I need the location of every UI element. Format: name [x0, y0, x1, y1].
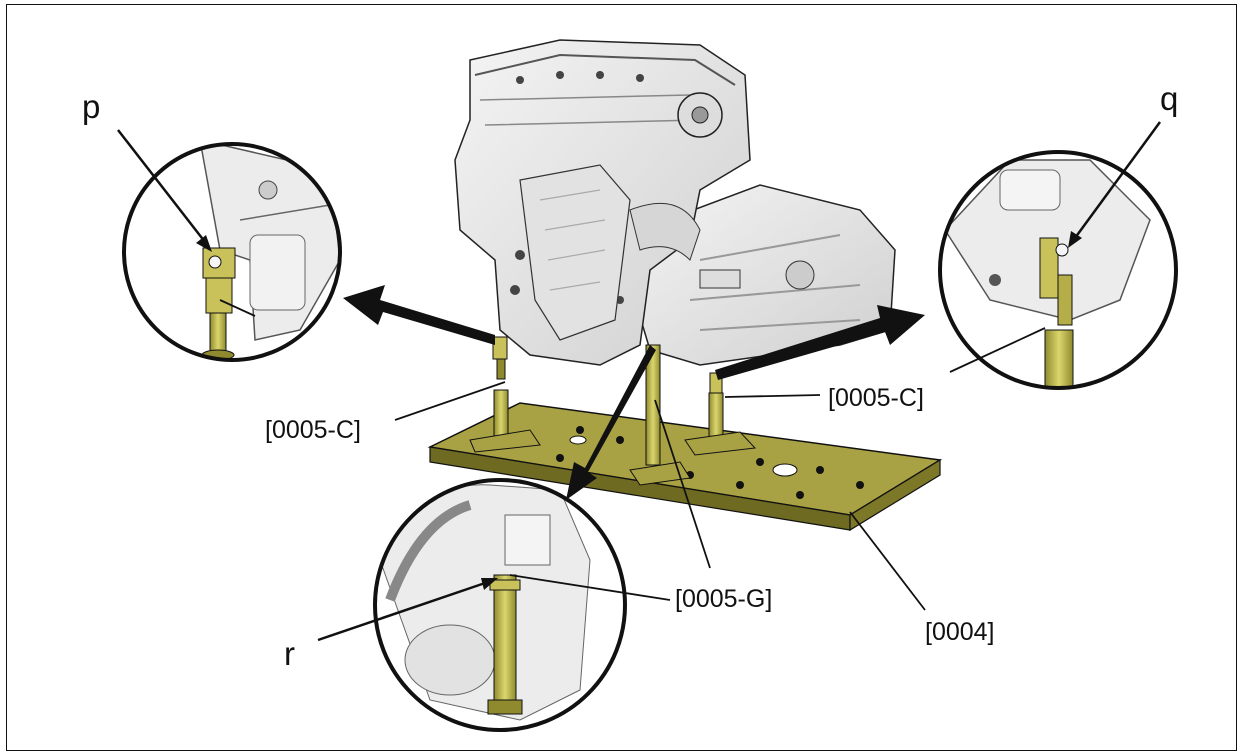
- callout-left-support: [0005-C]: [265, 416, 361, 444]
- arrow-to-detail-p: [343, 285, 495, 345]
- label-r: r: [284, 635, 295, 672]
- label-p: p: [82, 88, 100, 125]
- support-left: [469, 336, 541, 453]
- label-q: q: [1160, 80, 1178, 117]
- pointer-q: [1068, 121, 1162, 248]
- callout-center-support: [0005-G]: [675, 585, 772, 613]
- support-center: [629, 344, 691, 486]
- callout-right-support: [0005-C]: [828, 384, 924, 412]
- detail-circle-p: [122, 142, 342, 362]
- pointer-p: [117, 129, 212, 252]
- arrow-to-detail-r: [566, 345, 656, 500]
- callout-base-plate: [0004]: [925, 618, 995, 646]
- detail-circle-r: [373, 478, 627, 732]
- support-right: [684, 372, 757, 456]
- pointer-r: [317, 578, 498, 642]
- detail-circle-q: [938, 150, 1178, 390]
- leader-lines: [219, 299, 1046, 611]
- engine-assembly: [454, 39, 896, 366]
- base-plate: [427, 402, 943, 532]
- arrow-to-detail-q: [715, 305, 925, 380]
